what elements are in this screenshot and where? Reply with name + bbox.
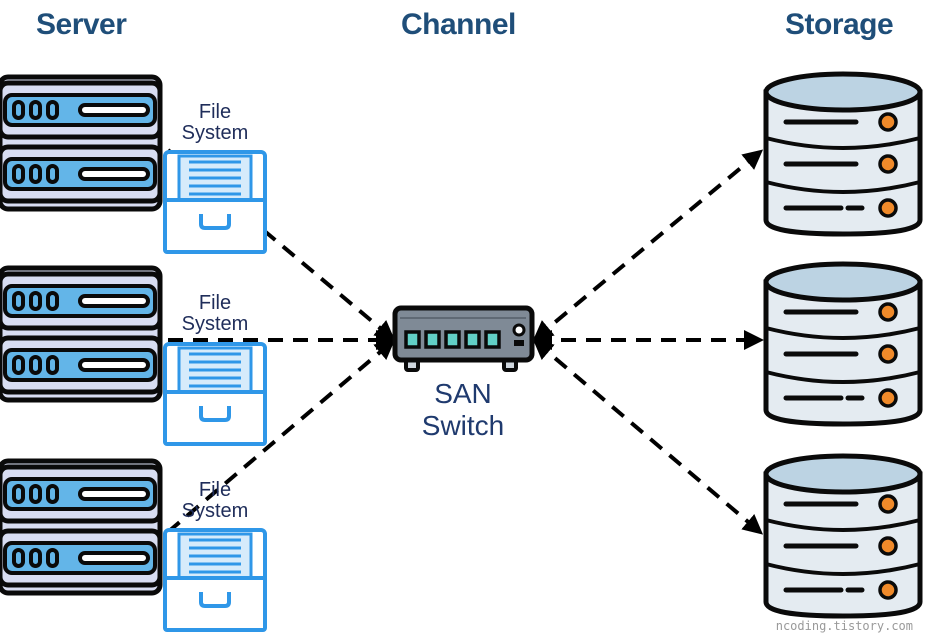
server-rack-icon <box>0 461 160 593</box>
file-system-label: File System <box>170 480 260 522</box>
connection-switch-storage3 <box>532 339 764 535</box>
file-system-label-line2: System <box>181 313 249 335</box>
file-system-label-line2: System <box>181 500 249 522</box>
server-header: Server <box>36 8 127 41</box>
database-storage-icon <box>766 74 920 234</box>
san-switch-label-line2: Switch <box>421 410 505 441</box>
database-storage-icon <box>766 456 920 616</box>
file-system-label-line2: System <box>181 122 249 144</box>
file-system-label-line1: File <box>198 101 232 123</box>
file-system-label-line1: File <box>198 292 232 314</box>
san-switch-label-line1: SAN <box>434 378 492 409</box>
file-system-label-line1: File <box>198 479 232 501</box>
file-system-label: File System <box>170 102 260 144</box>
san-switch-label: SAN Switch <box>410 378 516 442</box>
connections <box>166 148 764 535</box>
server-rack-icon <box>0 77 160 209</box>
watermark: ncoding.tistory.com <box>775 619 913 633</box>
database-storage-icon <box>766 264 920 424</box>
file-cabinet-icon <box>163 150 267 254</box>
connection-switch-storage1 <box>532 149 764 341</box>
storage-header: Storage <box>785 8 894 41</box>
file-system-label: File System <box>170 293 260 335</box>
network-switch-icon <box>392 305 535 372</box>
file-cabinet-icon <box>163 342 267 446</box>
channel-header: Channel <box>401 8 516 41</box>
server-rack-icon <box>0 268 160 400</box>
file-cabinet-icon <box>163 528 267 632</box>
